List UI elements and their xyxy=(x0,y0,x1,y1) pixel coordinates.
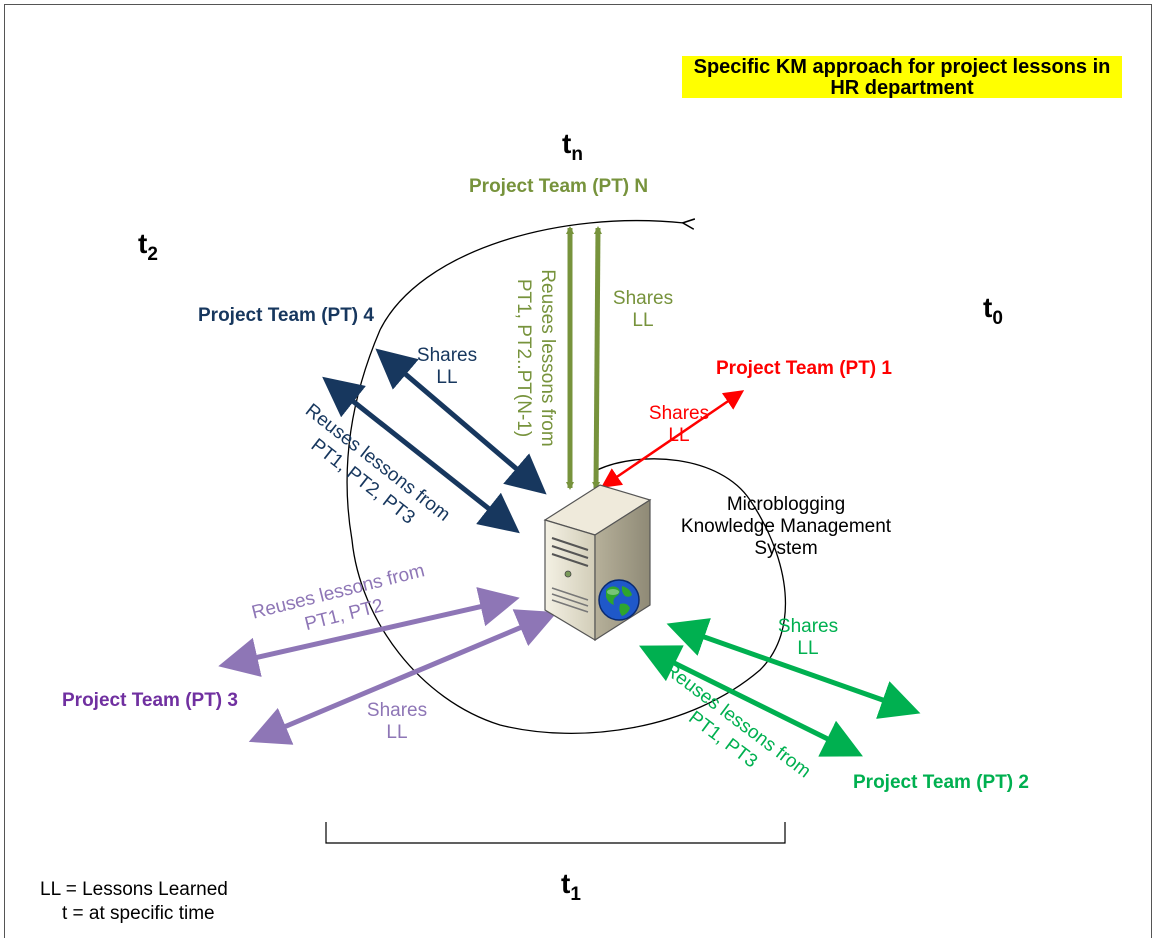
pt4-reuses-arrow xyxy=(322,376,520,534)
time-label-tn: tn xyxy=(562,128,583,165)
pt3-shares-arrow xyxy=(248,609,558,745)
server-icon xyxy=(543,484,652,642)
team-label-pt1: Project Team (PT) 1 xyxy=(716,358,892,379)
pt1-shares-arrow xyxy=(600,390,745,488)
diagram-frame xyxy=(4,4,1152,938)
title-highlight xyxy=(682,56,1122,98)
team-label-pt4: Project Team (PT) 4 xyxy=(198,305,374,326)
team-label-pt3: Project Team (PT) 3 xyxy=(62,690,238,711)
legend-t: t = at specific time xyxy=(62,903,215,924)
diagram-title: Specific KM approach for project lessons… xyxy=(693,56,1111,99)
ptn-shares-arrow xyxy=(592,226,602,490)
legend: LL = Lessons Learned t = at specific tim… xyxy=(40,878,228,926)
system-label: Microblogging Knowledge Management Syste… xyxy=(680,494,892,559)
pt3-reuses-label: Reuses lessons from PT1, PT2 xyxy=(250,560,427,635)
time-label-t0: t0 xyxy=(983,292,1003,329)
team-label-ptn: Project Team (PT) N xyxy=(469,176,649,197)
svg-text:PT1, PT2..PT(N-1): PT1, PT2..PT(N-1) xyxy=(513,279,534,437)
ptn-reuses-label: Reuses lessons from PT1, PT2..PT(N-1) xyxy=(513,269,558,446)
time-label-t1: t1 xyxy=(561,868,581,905)
pt2-reuses-arrow xyxy=(639,645,863,757)
t1-bracket xyxy=(325,822,786,844)
team-label-pt2: Project Team (PT) 2 xyxy=(853,772,1029,793)
time-label-t2: t2 xyxy=(138,228,158,265)
pt2-reuses-label: Reuses lessons from PT1, PT3 xyxy=(660,659,814,783)
globe-icon xyxy=(598,579,640,621)
svg-text:Reuses lessons from: Reuses lessons from xyxy=(537,269,558,446)
pt4-reuses-label: Reuses lessons from PT1, PT2, PT3 xyxy=(301,400,454,529)
legend-ll: LL = Lessons Learned xyxy=(40,879,228,900)
